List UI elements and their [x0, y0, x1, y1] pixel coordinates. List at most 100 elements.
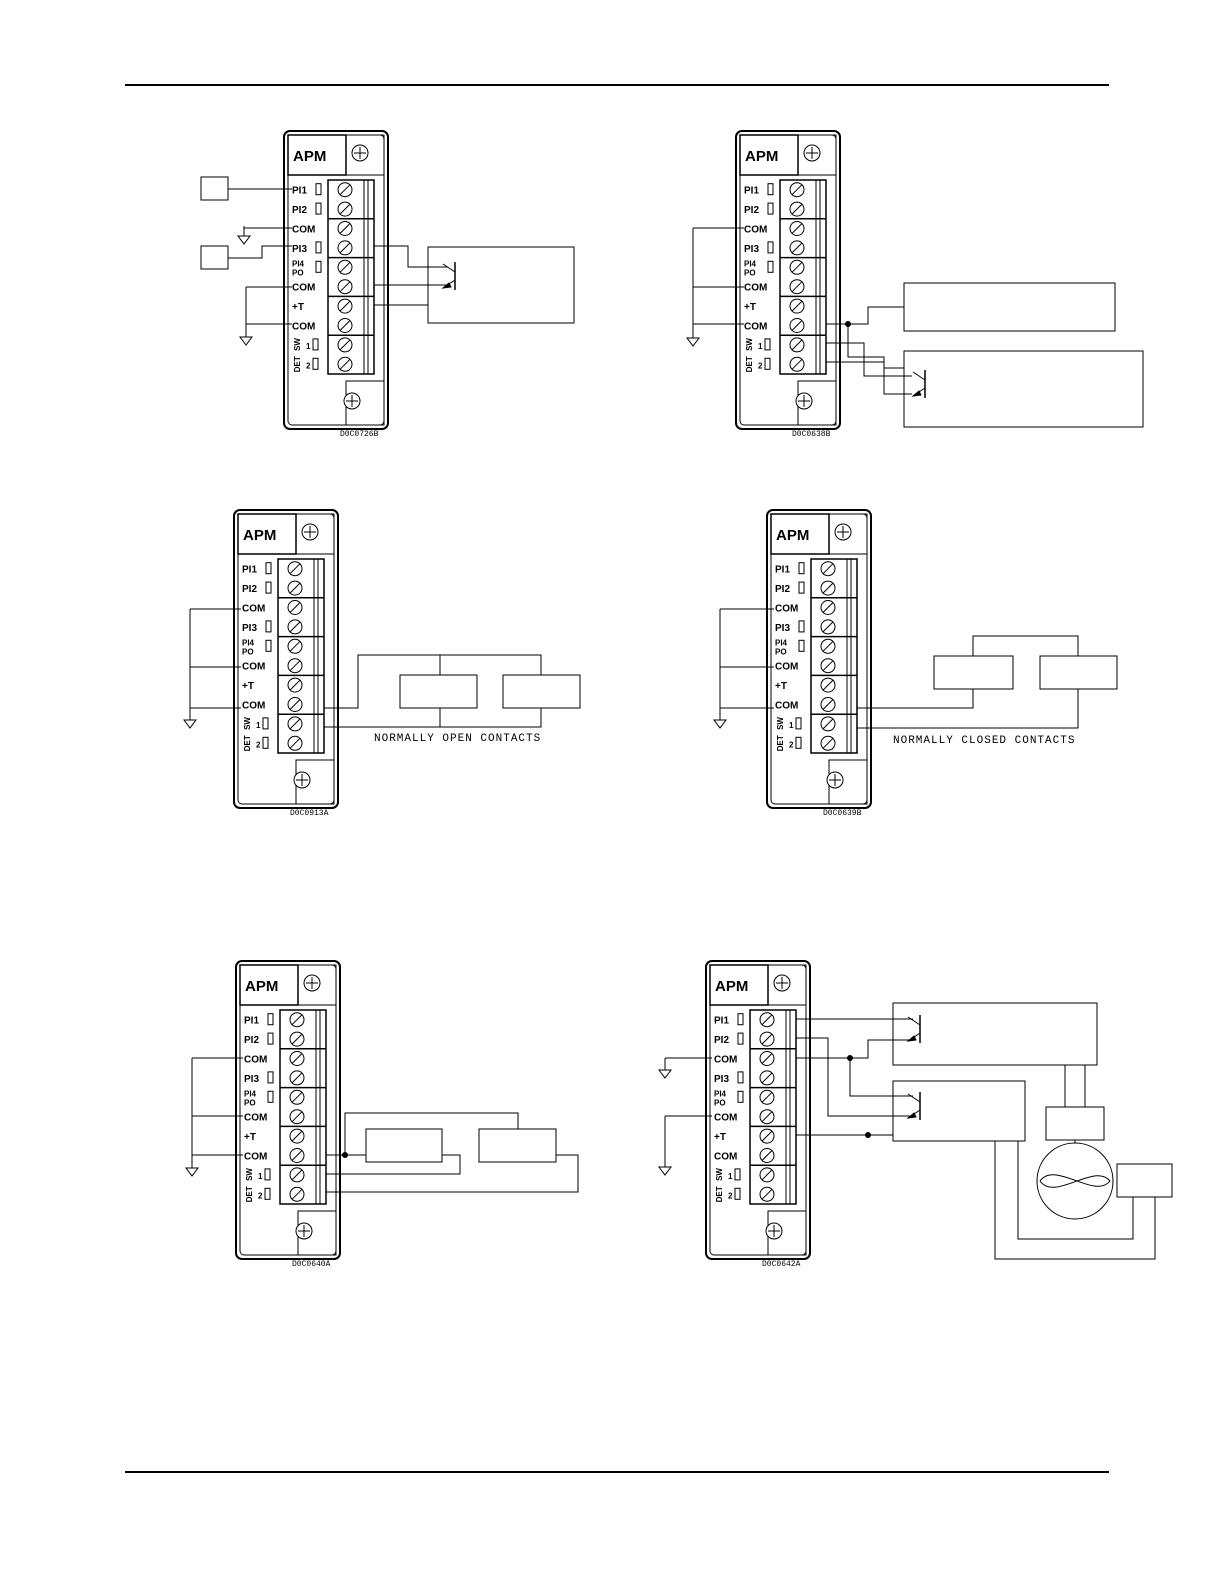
pin-label-pi3: PI3 — [775, 623, 790, 634]
ground-symbol — [713, 709, 727, 729]
pin-label-pi2: PI2 — [714, 1035, 729, 1046]
top-screw-panel — [767, 964, 807, 1006]
pin-label-pi1: PI1 — [292, 186, 307, 197]
terminal-screw-slot — [761, 1169, 773, 1181]
wire — [857, 689, 974, 709]
pin-label-com: COM — [292, 283, 315, 294]
pin-label-com: COM — [775, 662, 798, 673]
pin-label-1: 1 — [256, 721, 261, 730]
pin-label-pi3: PI3 — [744, 244, 759, 255]
terminal-screw-slot — [289, 679, 301, 691]
terminal-screw-slot — [339, 358, 351, 370]
led-indicator — [265, 620, 272, 633]
pin-label-det: DET — [293, 356, 302, 372]
terminal-screw-slot — [761, 1130, 773, 1142]
drawing-code: D0C0642A — [762, 1260, 801, 1269]
led-indicator — [312, 357, 319, 370]
bottom-mount-screw-cross — [298, 1225, 310, 1237]
led-indicator — [265, 581, 272, 594]
terminal-screw-slot — [761, 1091, 773, 1103]
terminal-screw-slot — [822, 679, 834, 691]
led-indicator — [737, 1090, 744, 1103]
led-indicator — [764, 338, 771, 351]
top-mount-screw-cross — [806, 147, 818, 159]
pin-label-pi2: PI2 — [744, 205, 759, 216]
pin-label-po: PO — [292, 268, 304, 277]
terminal-screw-slot — [339, 184, 351, 196]
pin-label-pi3: PI3 — [242, 623, 257, 634]
pin-label-plus-t: +T — [244, 1132, 256, 1143]
terminal-screw-slot — [291, 1169, 303, 1181]
sensor-box — [200, 176, 229, 201]
pin-label-po: PO — [714, 1098, 726, 1107]
pin-label-plus-t: +T — [714, 1132, 726, 1143]
pin-label-sw: SW — [776, 717, 785, 730]
terminal-screw-slot — [291, 1130, 303, 1142]
led-indicator — [315, 202, 322, 215]
device-box — [1045, 1106, 1105, 1141]
pin-label-com: COM — [744, 283, 767, 294]
pin-label-com: COM — [714, 1113, 737, 1124]
device-box — [1116, 1163, 1173, 1198]
terminal-screw-slot — [822, 602, 834, 613]
terminal-screw-slot — [289, 602, 301, 613]
module-label: APM — [243, 527, 276, 544]
pin-label-com: COM — [744, 225, 767, 236]
device-box — [903, 282, 1116, 332]
module-label: APM — [293, 148, 326, 165]
bottom-rule — [125, 1471, 1109, 1473]
terminal-screw-slot — [339, 203, 351, 215]
pin-label-pi4: PI4 — [292, 259, 305, 268]
drawing-code: D0C0638B — [792, 430, 831, 439]
pin-label-det: DET — [243, 735, 252, 751]
top-screw-panel — [297, 964, 337, 1006]
drawing-code: D0C0726B — [340, 430, 379, 439]
terminal-screw-slot — [761, 1150, 773, 1161]
pin-label-1: 1 — [789, 721, 794, 730]
wire — [847, 324, 904, 369]
led-indicator — [798, 581, 805, 594]
led-indicator — [737, 1013, 744, 1026]
wire — [228, 245, 292, 259]
terminal-screw-slot — [822, 563, 834, 575]
pin-label-pi3: PI3 — [714, 1074, 729, 1085]
led-indicator — [767, 202, 774, 215]
top-rule — [125, 84, 1109, 86]
pin-label-sw: SW — [745, 338, 754, 351]
terminal-screw-slot — [289, 582, 301, 594]
led-indicator — [767, 183, 774, 196]
bottom-mount-screw-cross — [829, 774, 841, 786]
module-label: APM — [745, 148, 778, 165]
caption-normally-closed: NORMALLY CLOSED CONTACTS — [893, 735, 1075, 747]
terminal-screw-slot — [822, 582, 834, 594]
terminal-screw-slot — [289, 699, 301, 710]
caption-normally-open: NORMALLY OPEN CONTACTS — [374, 733, 541, 745]
ground-symbol — [686, 327, 700, 347]
pin-label-pi3: PI3 — [292, 244, 307, 255]
led-indicator — [312, 338, 319, 351]
top-mount-screw-cross — [354, 147, 366, 159]
device-box — [399, 674, 478, 709]
terminal-screw-slot — [339, 223, 351, 234]
led-indicator — [798, 620, 805, 633]
led-indicator — [265, 562, 272, 575]
terminal-screw-slot — [822, 737, 834, 749]
top-screw-panel — [828, 513, 868, 555]
wire — [796, 1039, 913, 1059]
pin-label-plus-t: +T — [292, 302, 304, 313]
led-indicator — [262, 717, 269, 730]
pin-label-pi1: PI1 — [714, 1016, 729, 1027]
ground-symbol — [658, 1156, 672, 1176]
terminal-screw-slot — [822, 660, 834, 672]
ground-symbol — [239, 326, 253, 346]
terminal-screw-slot — [791, 300, 803, 312]
pin-label-com: COM — [775, 604, 798, 615]
pin-label-sw: SW — [715, 1168, 724, 1181]
led-indicator — [315, 183, 322, 196]
pin-label-com: COM — [242, 701, 265, 712]
pin-label-po: PO — [775, 647, 787, 656]
pin-label-sw: SW — [293, 338, 302, 351]
pin-label-pi1: PI1 — [244, 1016, 259, 1027]
